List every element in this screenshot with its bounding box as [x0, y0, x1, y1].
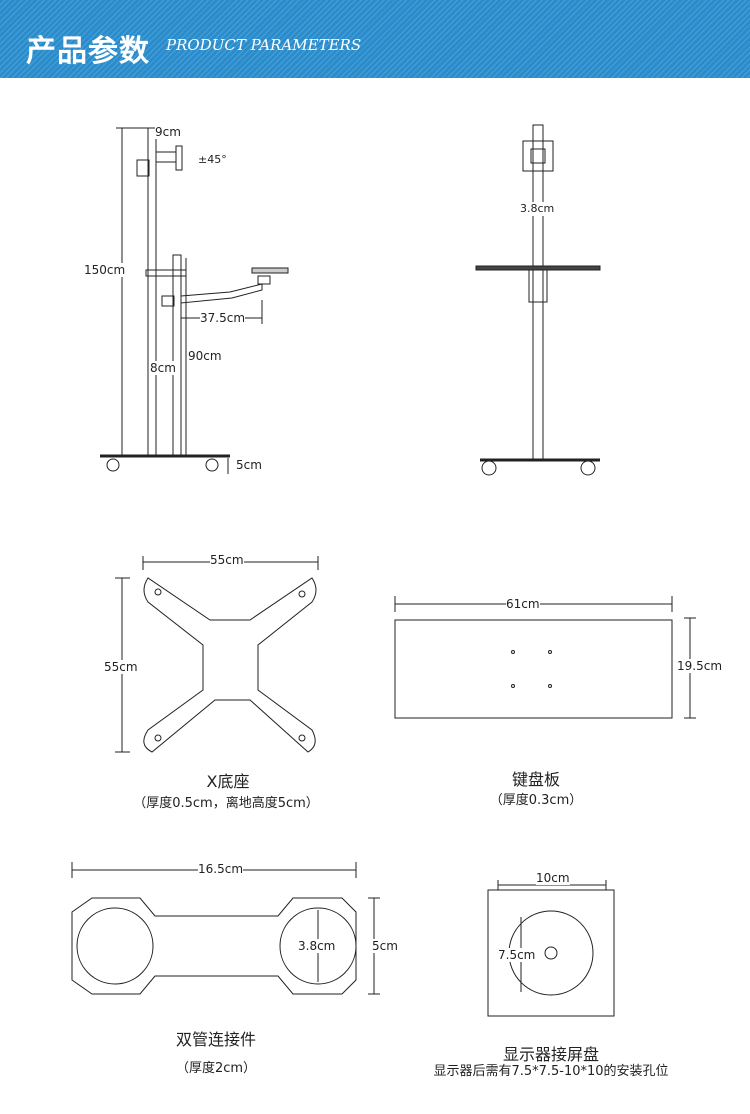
- vesa-subtitle: 显示器后需有7.5*7.5-10*10的安装孔位: [433, 1064, 669, 1079]
- x-base-drawing: [115, 556, 319, 753]
- header-title-cn: 产品参数: [26, 34, 150, 69]
- x-base-height-label: 55cm: [104, 660, 138, 674]
- tray-height-label: 90cm: [188, 349, 222, 363]
- front-view-drawing: [475, 124, 601, 476]
- keyboard-subtitle: （厚度0.3cm）: [489, 793, 583, 808]
- vesa-width-label: 10cm: [536, 871, 570, 885]
- x-base-width-label: 55cm: [210, 553, 244, 567]
- keyboard-width-label: 61cm: [506, 597, 540, 611]
- side-view-drawing: [100, 127, 289, 474]
- header-banner: 产品参数 PRODUCT PARAMETERS: [0, 0, 750, 78]
- connector-hole-label: 3.8cm: [298, 939, 336, 953]
- keyboard-depth-label: 19.5cm: [677, 659, 723, 673]
- total-height-label: 150cm: [84, 263, 126, 277]
- top-arm-label: 9cm: [155, 125, 181, 139]
- caster-height-label: 5cm: [236, 458, 262, 472]
- vesa-hole-label: 7.5cm: [498, 948, 536, 962]
- connector-title: 双管连接件: [175, 1030, 257, 1049]
- connector-length-label: 16.5cm: [198, 862, 244, 876]
- vesa-title: 显示器接屏盘: [502, 1045, 600, 1064]
- keyboard-tray-drawing: [394, 596, 696, 719]
- x-base-title: X底座: [206, 772, 250, 791]
- keyboard-title: 键盘板: [511, 770, 561, 789]
- arm-length-label: 37.5cm: [200, 311, 246, 325]
- connector-height-label: 5cm: [372, 939, 398, 953]
- tilt-label: ±45°: [198, 153, 227, 167]
- pole-diameter-label: 3.8cm: [520, 202, 555, 216]
- pole-gap-label: 8cm: [150, 361, 176, 375]
- double-connector-drawing: [71, 862, 380, 995]
- header-title-en: PRODUCT PARAMETERS: [166, 36, 362, 54]
- x-base-subtitle: （厚度0.5cm，离地高度5cm）: [133, 796, 319, 811]
- connector-subtitle: （厚度2cm）: [175, 1061, 257, 1076]
